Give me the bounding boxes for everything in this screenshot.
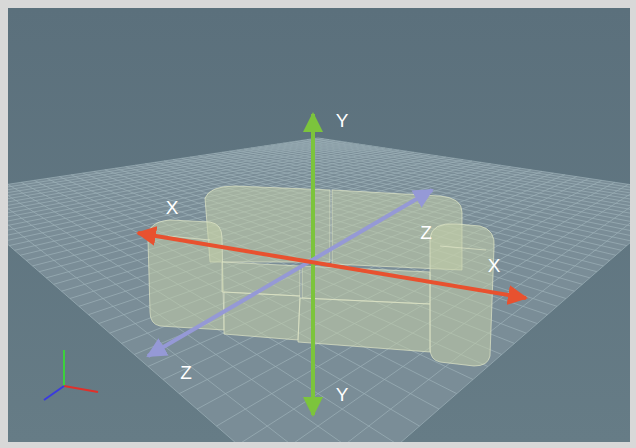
x-axis	[138, 233, 526, 298]
axis-gizmo	[44, 350, 98, 400]
floor-plane	[8, 138, 630, 442]
z-axis	[148, 190, 432, 356]
floor-grid	[8, 138, 630, 442]
axis-label: Z	[420, 223, 432, 242]
axis-label: Y	[336, 385, 349, 404]
axis-label: X	[488, 256, 501, 275]
axis-label: Y	[336, 111, 349, 130]
sofa-model	[148, 186, 494, 366]
axis-label: X	[166, 198, 179, 217]
axis-label: Z	[180, 363, 192, 382]
